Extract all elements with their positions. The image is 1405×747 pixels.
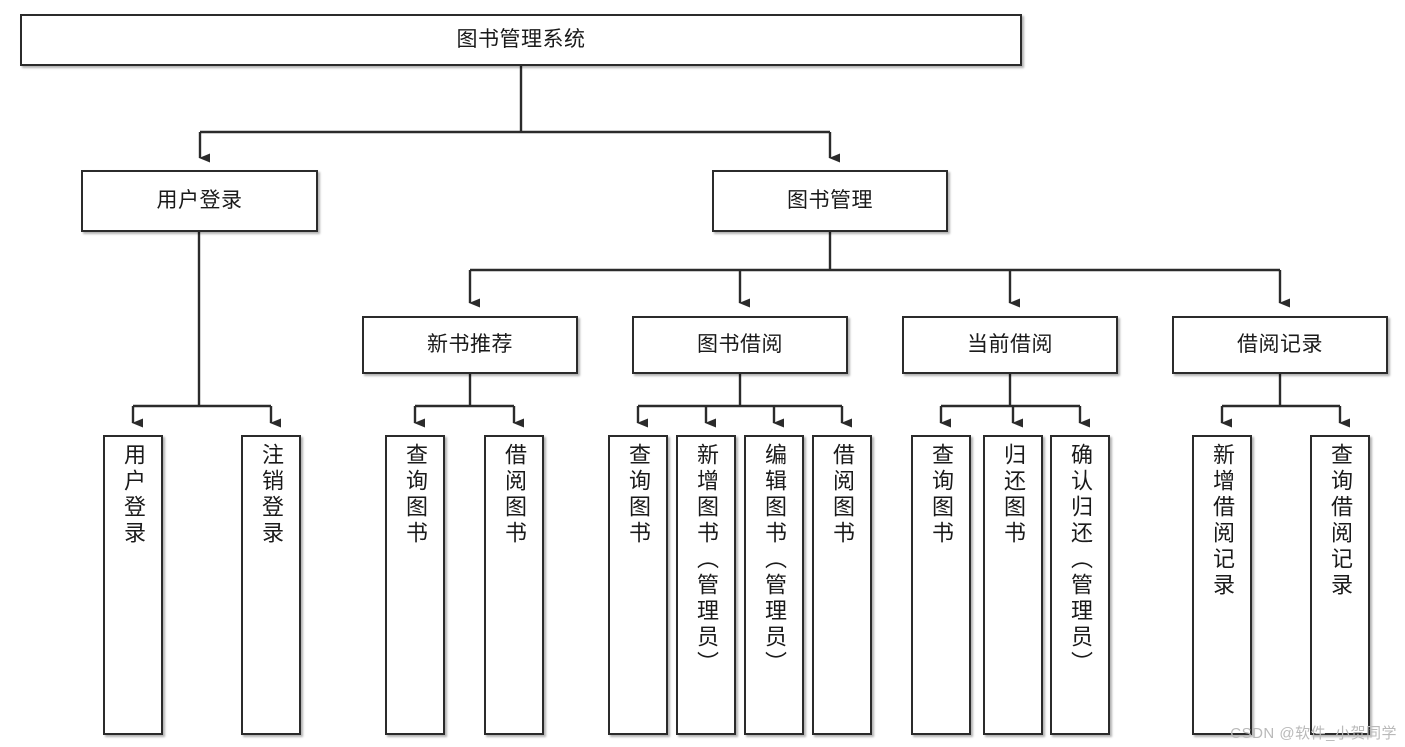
leaf-return-book[interactable]: 归还图书 — [983, 435, 1043, 735]
node-root[interactable]: 图书管理系统 — [20, 14, 1022, 66]
node-current-borrow-label: 当前借阅 — [967, 332, 1053, 356]
leaf-borrow-book-1[interactable]: 借阅图书 — [484, 435, 544, 735]
leaf-query-book-2-label: 查询图书 — [626, 443, 651, 547]
leaf-add-record-label: 新增借阅记录 — [1210, 443, 1235, 599]
leaf-edit-book-label: 编辑图书（管理员） — [762, 443, 787, 677]
leaf-query-book-2[interactable]: 查询图书 — [608, 435, 668, 735]
node-book-manage-label: 图书管理 — [787, 188, 873, 212]
leaf-query-book-3[interactable]: 查询图书 — [911, 435, 971, 735]
node-new-book-rec[interactable]: 新书推荐 — [362, 316, 578, 374]
leaf-user-login-label: 用户登录 — [121, 443, 146, 547]
leaf-query-book-1-label: 查询图书 — [403, 443, 428, 547]
leaf-return-book-label: 归还图书 — [1001, 443, 1026, 547]
leaf-edit-book[interactable]: 编辑图书（管理员） — [744, 435, 804, 735]
leaf-borrow-book-1-label: 借阅图书 — [502, 443, 527, 547]
node-user-login[interactable]: 用户登录 — [81, 170, 318, 232]
node-borrow-record-label: 借阅记录 — [1237, 332, 1323, 356]
leaf-add-book[interactable]: 新增图书（管理员） — [676, 435, 736, 735]
leaf-user-login[interactable]: 用户登录 — [103, 435, 163, 735]
leaf-query-record-label: 查询借阅记录 — [1328, 443, 1353, 599]
leaf-borrow-book-2[interactable]: 借阅图书 — [812, 435, 872, 735]
leaf-confirm-return[interactable]: 确认归还（管理员） — [1050, 435, 1110, 735]
leaf-query-record[interactable]: 查询借阅记录 — [1310, 435, 1370, 735]
node-new-book-rec-label: 新书推荐 — [427, 332, 513, 356]
leaf-borrow-book-2-label: 借阅图书 — [830, 443, 855, 547]
node-book-borrow[interactable]: 图书借阅 — [632, 316, 848, 374]
leaf-logout[interactable]: 注销登录 — [241, 435, 301, 735]
leaf-logout-label: 注销登录 — [259, 443, 284, 547]
node-user-login-label: 用户登录 — [156, 188, 243, 212]
node-current-borrow[interactable]: 当前借阅 — [902, 316, 1118, 374]
node-root-label: 图书管理系统 — [456, 27, 586, 51]
node-book-borrow-label: 图书借阅 — [697, 332, 783, 356]
node-borrow-record[interactable]: 借阅记录 — [1172, 316, 1388, 374]
node-book-manage[interactable]: 图书管理 — [712, 170, 948, 232]
leaf-add-book-label: 新增图书（管理员） — [694, 443, 719, 677]
watermark: CSDN @软件_小贺同学 — [1230, 725, 1397, 742]
leaf-confirm-return-label: 确认归还（管理员） — [1068, 443, 1093, 677]
leaf-query-book-3-label: 查询图书 — [929, 443, 954, 547]
leaf-query-book-1[interactable]: 查询图书 — [385, 435, 445, 735]
leaf-add-record[interactable]: 新增借阅记录 — [1192, 435, 1252, 735]
